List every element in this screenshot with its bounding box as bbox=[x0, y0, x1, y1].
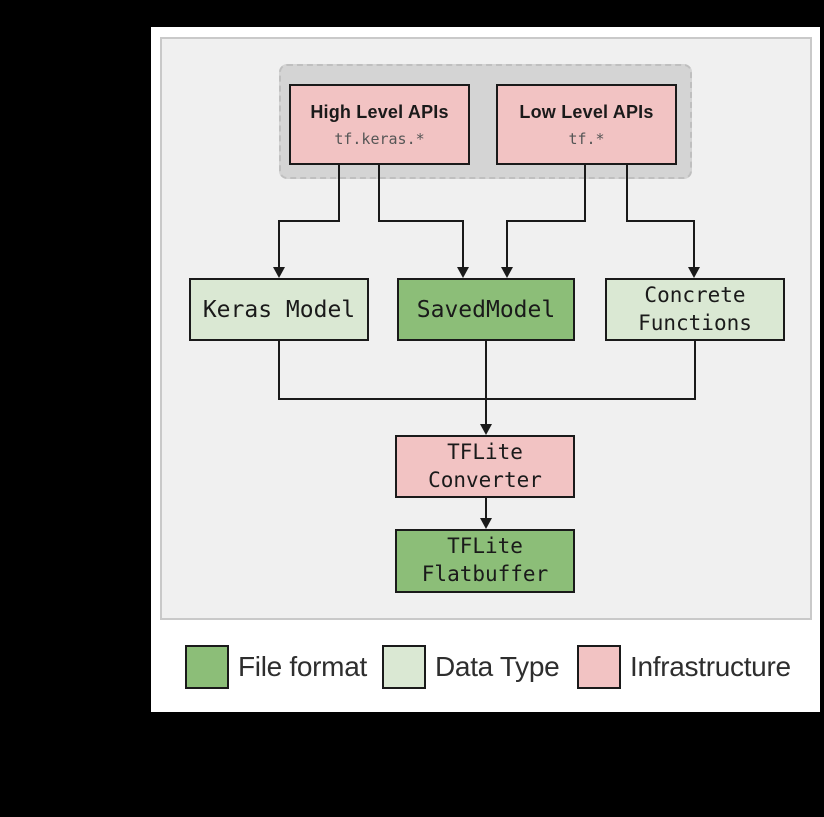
tflite-converter-line1: TFLite bbox=[447, 439, 523, 464]
diagram-panel: High Level APIs tf.keras.* Low Level API… bbox=[160, 37, 812, 620]
node-saved-model: SavedModel bbox=[397, 278, 575, 341]
node-low-level-apis: Low Level APIs tf.* bbox=[496, 84, 677, 165]
saved-model-label: SavedModel bbox=[416, 296, 556, 323]
node-tflite-converter: TFLite Converter bbox=[395, 435, 575, 498]
high-level-apis-title: High Level APIs bbox=[310, 101, 449, 122]
arrowhead-keras bbox=[273, 267, 285, 278]
legend-item-file-format: File format bbox=[185, 645, 367, 689]
node-concrete-functions: Concrete Functions bbox=[605, 278, 785, 341]
arrowhead-flatbuffer bbox=[480, 518, 492, 529]
arrowhead-savedmodel-right bbox=[501, 267, 513, 278]
node-tflite-flatbuffer: TFLite Flatbuffer bbox=[395, 529, 575, 593]
legend-item-data-type: Data Type bbox=[382, 645, 560, 689]
concrete-functions-line2: Functions bbox=[638, 310, 752, 335]
tflite-flatbuffer-line1: TFLite bbox=[447, 534, 523, 559]
data-type-swatch bbox=[382, 645, 426, 689]
node-keras-model: Keras Model bbox=[189, 278, 369, 341]
arrowhead-converter bbox=[480, 424, 492, 435]
content-panel: High Level APIs tf.keras.* Low Level API… bbox=[151, 27, 820, 712]
tflite-converter-line2: Converter bbox=[428, 467, 542, 492]
low-level-apis-subtitle: tf.* bbox=[568, 129, 605, 148]
legend-item-infrastructure: Infrastructure bbox=[577, 645, 791, 689]
infrastructure-label: Infrastructure bbox=[630, 651, 791, 682]
arrowhead-concrete bbox=[688, 267, 700, 278]
keras-model-label: Keras Model bbox=[202, 296, 356, 323]
file-format-swatch bbox=[185, 645, 229, 689]
low-level-apis-title: Low Level APIs bbox=[519, 101, 654, 122]
infrastructure-swatch bbox=[577, 645, 621, 689]
arrowhead-savedmodel-left bbox=[457, 267, 469, 278]
file-format-label: File format bbox=[238, 651, 367, 682]
tflite-flatbuffer-line2: Flatbuffer bbox=[421, 562, 549, 586]
legend: File format Data Type Infrastructure bbox=[151, 645, 820, 689]
data-type-label: Data Type bbox=[435, 651, 560, 682]
node-high-level-apis: High Level APIs tf.keras.* bbox=[289, 84, 470, 165]
high-level-apis-subtitle: tf.keras.* bbox=[334, 129, 425, 148]
concrete-functions-line1: Concrete bbox=[644, 282, 746, 307]
